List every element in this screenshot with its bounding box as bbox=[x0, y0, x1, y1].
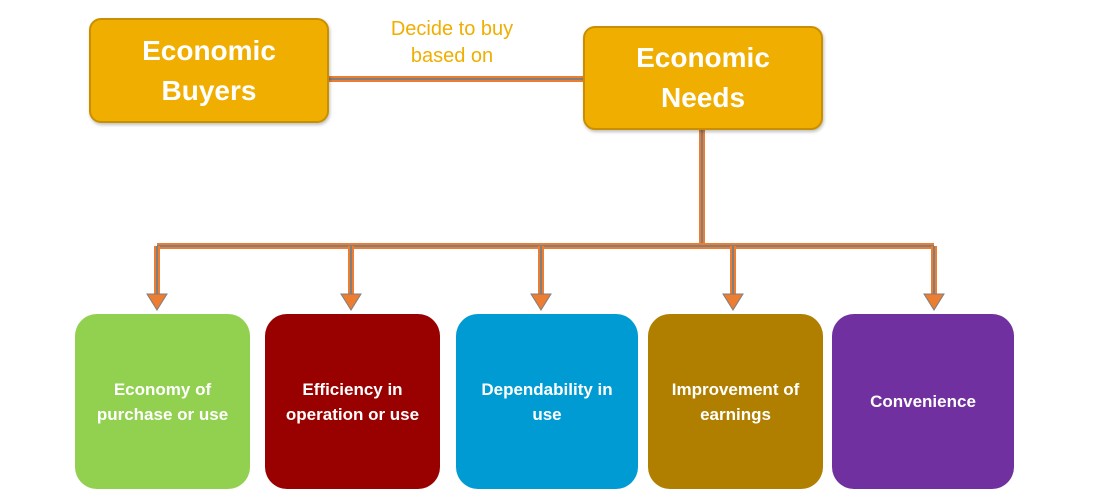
need-convenience-box: Convenience bbox=[832, 314, 1014, 489]
link-label-line1: Decide to buy bbox=[390, 18, 514, 40]
economic-buyers-box: Economic Buyers bbox=[89, 18, 329, 123]
arrow-to-child-2 bbox=[530, 246, 552, 311]
economic-buyers-line2: Buyers bbox=[161, 74, 257, 106]
need-efficiency-box: Efficiency in operation or use bbox=[265, 314, 440, 489]
need-earnings-label: Improvement of earnings bbox=[671, 379, 800, 424]
need-dependability-label: Dependability in use bbox=[481, 379, 613, 424]
arrow-to-child-0 bbox=[146, 246, 168, 311]
need-dependability-box: Dependability in use bbox=[456, 314, 638, 489]
link-label-line2: based on bbox=[410, 45, 494, 67]
economic-buyers-line1: Economic bbox=[142, 34, 276, 66]
arrow-to-child-4 bbox=[923, 246, 945, 311]
need-economy-label: Economy of purchase or use bbox=[96, 379, 229, 424]
economic-needs-line1: Economic bbox=[636, 42, 770, 73]
economic-needs-box: Economic Needs bbox=[583, 26, 823, 130]
need-efficiency-label: Efficiency in operation or use bbox=[285, 379, 420, 424]
arrow-to-child-1 bbox=[340, 246, 362, 311]
link-label: Decide to buy based on bbox=[352, 16, 552, 70]
need-convenience-label: Convenience bbox=[870, 392, 976, 411]
arrow-to-child-3 bbox=[722, 246, 744, 311]
economic-needs-line2: Needs bbox=[660, 82, 746, 113]
need-economy-box: Economy of purchase or use bbox=[75, 314, 250, 489]
need-earnings-box: Improvement of earnings bbox=[648, 314, 823, 489]
